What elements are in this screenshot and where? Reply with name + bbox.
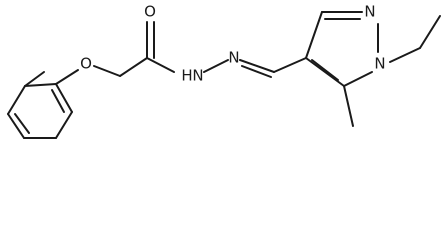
bond-ether-ch2 xyxy=(93,65,121,77)
bond-c4-c3 xyxy=(305,11,323,59)
bond-carbonyl-nh xyxy=(146,57,175,73)
atom-pyrazole-n1: N xyxy=(374,55,385,73)
bond-nh-n xyxy=(203,59,229,73)
bond-phenyl-3 xyxy=(7,113,25,139)
bond-n-ch-1 xyxy=(239,59,275,73)
bond-phenyl-inner-1 xyxy=(14,113,30,134)
bond-n1-ethyl-2 xyxy=(419,15,441,49)
bond-ch2-carbonyl xyxy=(119,57,148,77)
bond-phenyl-7 xyxy=(24,83,57,87)
bond-c5-c4-2 xyxy=(311,59,339,81)
atom-carbonyl-oxygen: O xyxy=(144,3,156,21)
bond-phenyl-ether xyxy=(55,69,79,85)
atom-amide-hydrogen: H xyxy=(181,67,192,85)
bond-phenyl-2 xyxy=(7,85,26,115)
bond-phenyl-6 xyxy=(55,83,73,113)
bond-n1-c5 xyxy=(343,71,373,87)
bond-layer xyxy=(7,11,441,139)
bond-c5-methyl xyxy=(343,85,354,127)
molecule-structure: O O N H N N N xyxy=(7,3,441,139)
bond-phenyl-1 xyxy=(24,71,45,87)
bond-c5-c4-1 xyxy=(305,57,345,87)
atom-ether-oxygen: O xyxy=(80,55,92,73)
atom-imine-nitrogen: N xyxy=(228,49,239,67)
atom-label-layer: O O N H N N N xyxy=(80,3,386,85)
bond-ch-c4 xyxy=(273,57,307,73)
atom-pyrazole-n2: N xyxy=(364,3,375,21)
bond-n-ch-2 xyxy=(241,65,272,78)
bond-phenyl-inner-2 xyxy=(51,89,65,113)
bond-n1-ethyl-1 xyxy=(389,47,421,63)
atom-amide-nitrogen: N xyxy=(192,67,203,85)
bond-phenyl-5 xyxy=(55,111,73,139)
